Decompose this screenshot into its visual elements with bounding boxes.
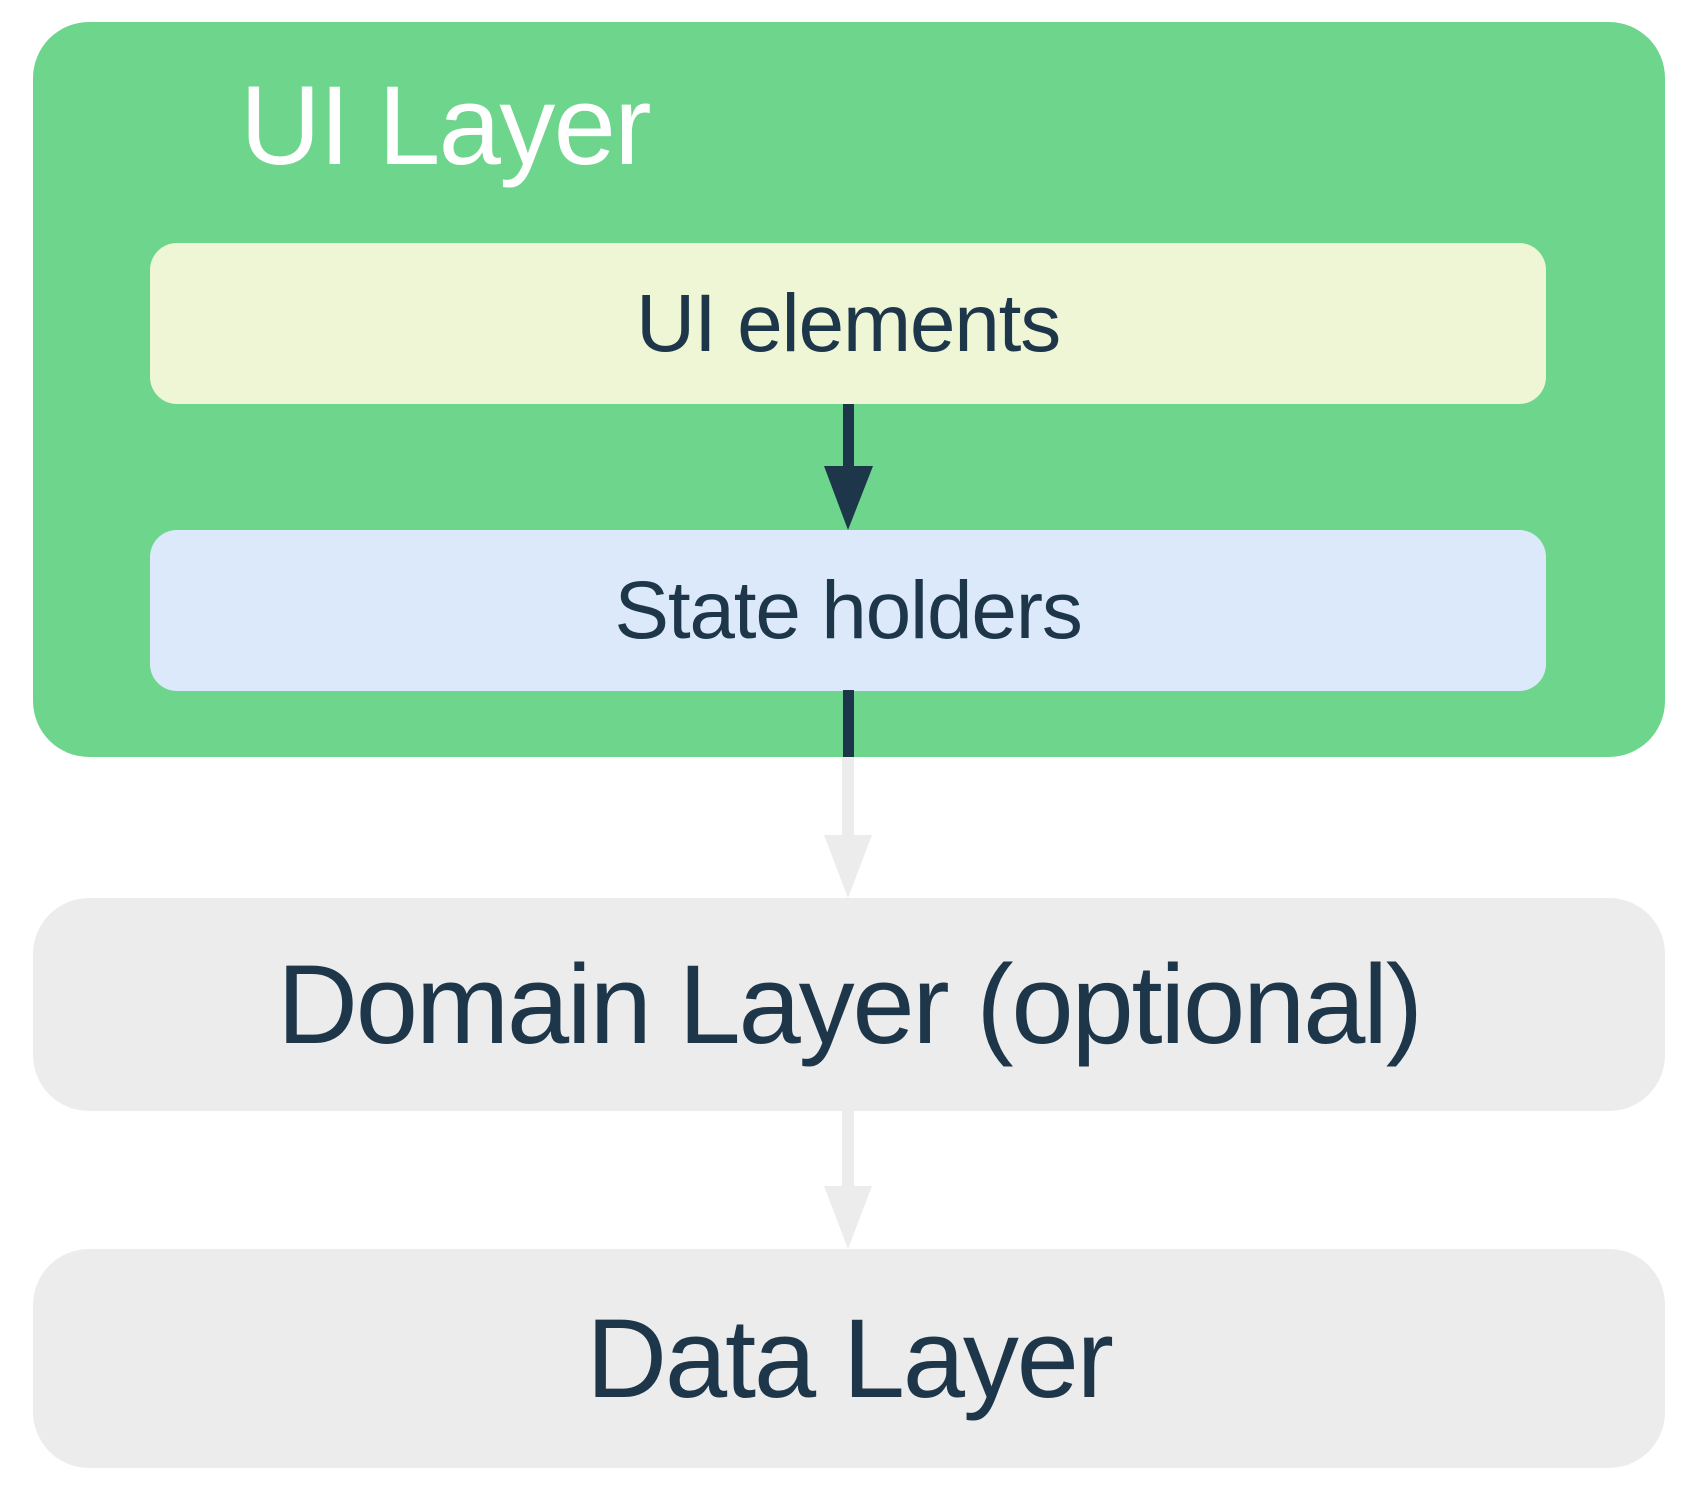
arrow-down-ui-elements-to-state-holders-icon [824,404,873,530]
ui-layer-title: UI Layer [240,63,652,188]
ui-layer-box: UI Layer UI elements State holders [33,22,1665,757]
ui-elements-box: UI elements [150,243,1546,404]
state-holders-label: State holders [614,564,1082,656]
arrow-down-domain-layer-to-data-layer-icon [824,1111,872,1249]
data-layer-label: Data Layer [586,1296,1114,1421]
arrow-down-state-holders-to-domain-layer-icon [824,690,872,898]
ui-elements-label: UI elements [636,277,1061,369]
domain-layer-label: Domain Layer (optional) [277,942,1423,1067]
data-layer-box: Data Layer [33,1249,1665,1468]
state-holders-box: State holders [150,530,1546,691]
domain-layer-box: Domain Layer (optional) [33,898,1665,1111]
